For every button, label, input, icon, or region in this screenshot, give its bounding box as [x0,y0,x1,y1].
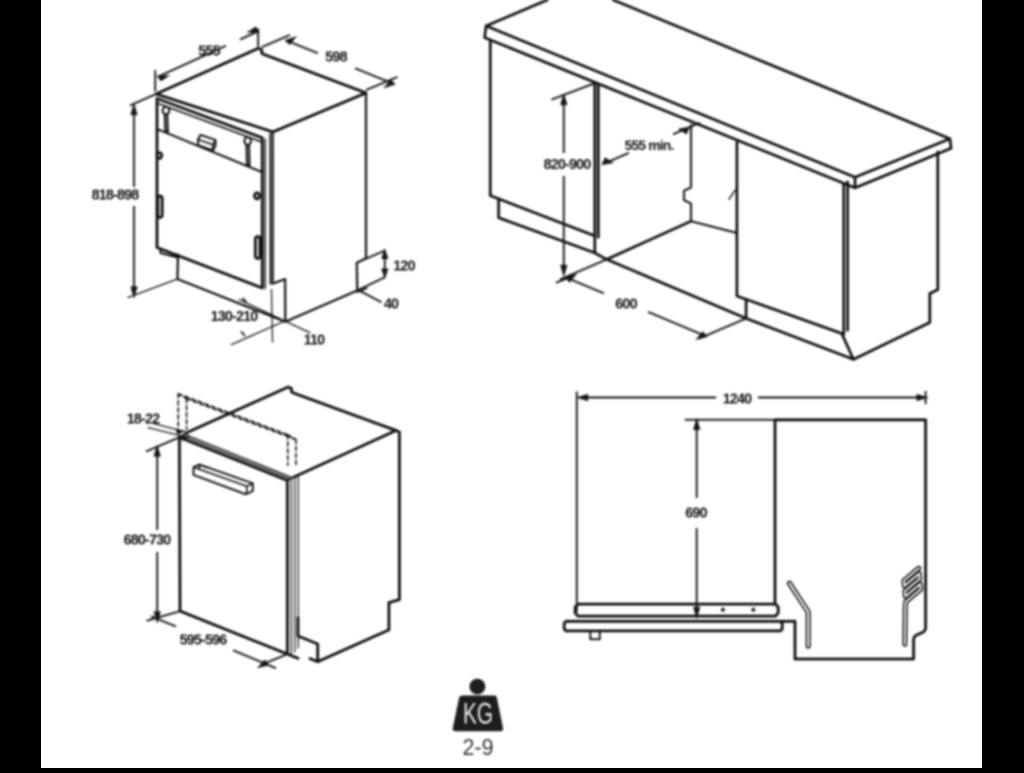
svg-text:18-22: 18-22 [127,412,160,428]
svg-text:680-730: 680-730 [124,533,172,549]
svg-text:1240: 1240 [723,392,752,408]
svg-text:120: 120 [393,259,415,275]
svg-text:130-210: 130-210 [211,309,259,325]
svg-text:595-596: 595-596 [180,633,228,649]
svg-text:598: 598 [325,50,347,66]
svg-text:110: 110 [304,333,326,349]
svg-text:555 min.: 555 min. [625,138,674,153]
svg-text:KG: KG [463,698,493,731]
svg-text:555: 555 [198,44,220,60]
svg-text:690: 690 [685,506,707,522]
svg-text:40: 40 [384,297,399,313]
svg-text:820-900: 820-900 [544,157,592,173]
svg-text:600: 600 [615,297,637,313]
svg-text:818-898: 818-898 [92,188,140,204]
svg-text:2-9: 2-9 [463,734,494,760]
